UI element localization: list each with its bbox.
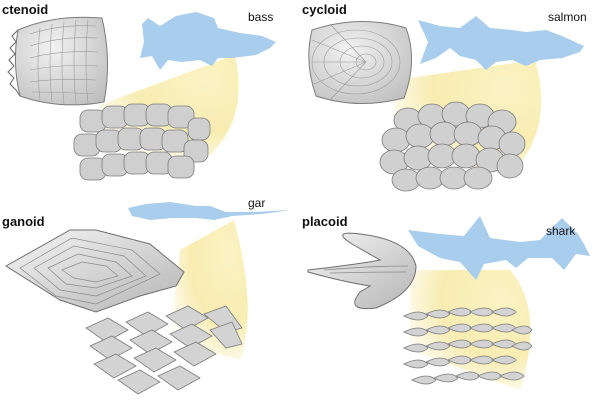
placoid-single-scale	[308, 233, 416, 309]
panel-ctenoid: ctenoid bass	[0, 0, 300, 200]
gar-silhouette	[128, 202, 292, 220]
ctenoid-illustration	[0, 0, 300, 200]
gar-label: gar	[248, 200, 265, 210]
ctenoid-title: ctenoid	[2, 2, 48, 17]
ganoid-illustration	[0, 200, 300, 400]
salmon-label: salmon	[548, 10, 587, 24]
ganoid-title: ganoid	[2, 214, 45, 229]
cycloid-illustration	[300, 0, 600, 200]
panel-ganoid: ganoid gar	[0, 200, 300, 400]
panel-cycloid: cycloid salmon	[300, 0, 600, 200]
cycloid-single-scale	[309, 21, 412, 103]
bass-label: bass	[248, 10, 273, 24]
salmon-silhouette	[418, 16, 584, 70]
cycloid-title: cycloid	[302, 2, 347, 17]
placoid-title: placoid	[302, 214, 348, 229]
ganoid-single-scale	[6, 230, 184, 312]
shark-label: shark	[546, 224, 575, 238]
panel-placoid: placoid shark	[300, 200, 600, 400]
ctenoid-scale-grid	[74, 104, 210, 180]
ctenoid-single-scale	[8, 17, 108, 105]
